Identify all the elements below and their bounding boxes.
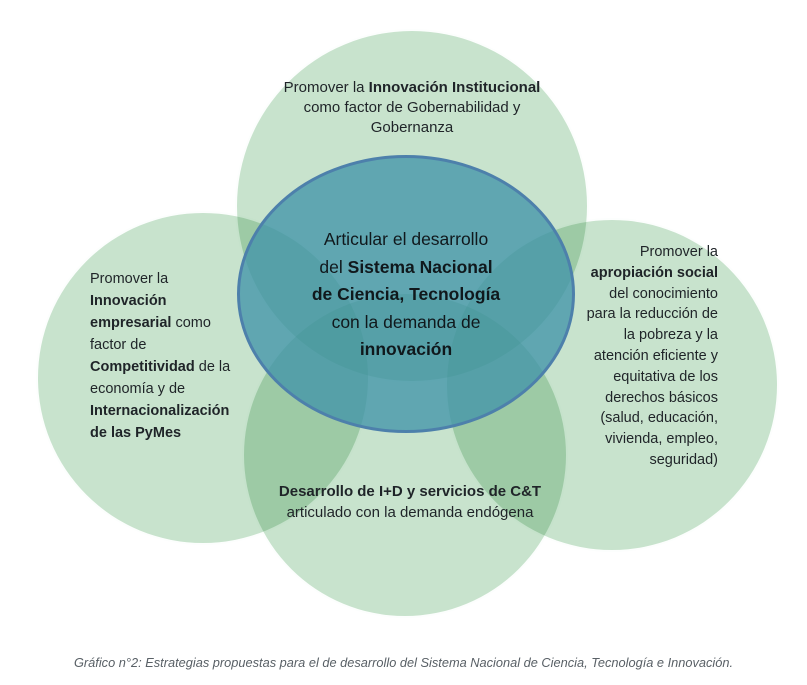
center-ellipse	[237, 155, 575, 433]
figure-caption: Gráfico n°2: Estrategias propuestas para…	[73, 655, 734, 670]
